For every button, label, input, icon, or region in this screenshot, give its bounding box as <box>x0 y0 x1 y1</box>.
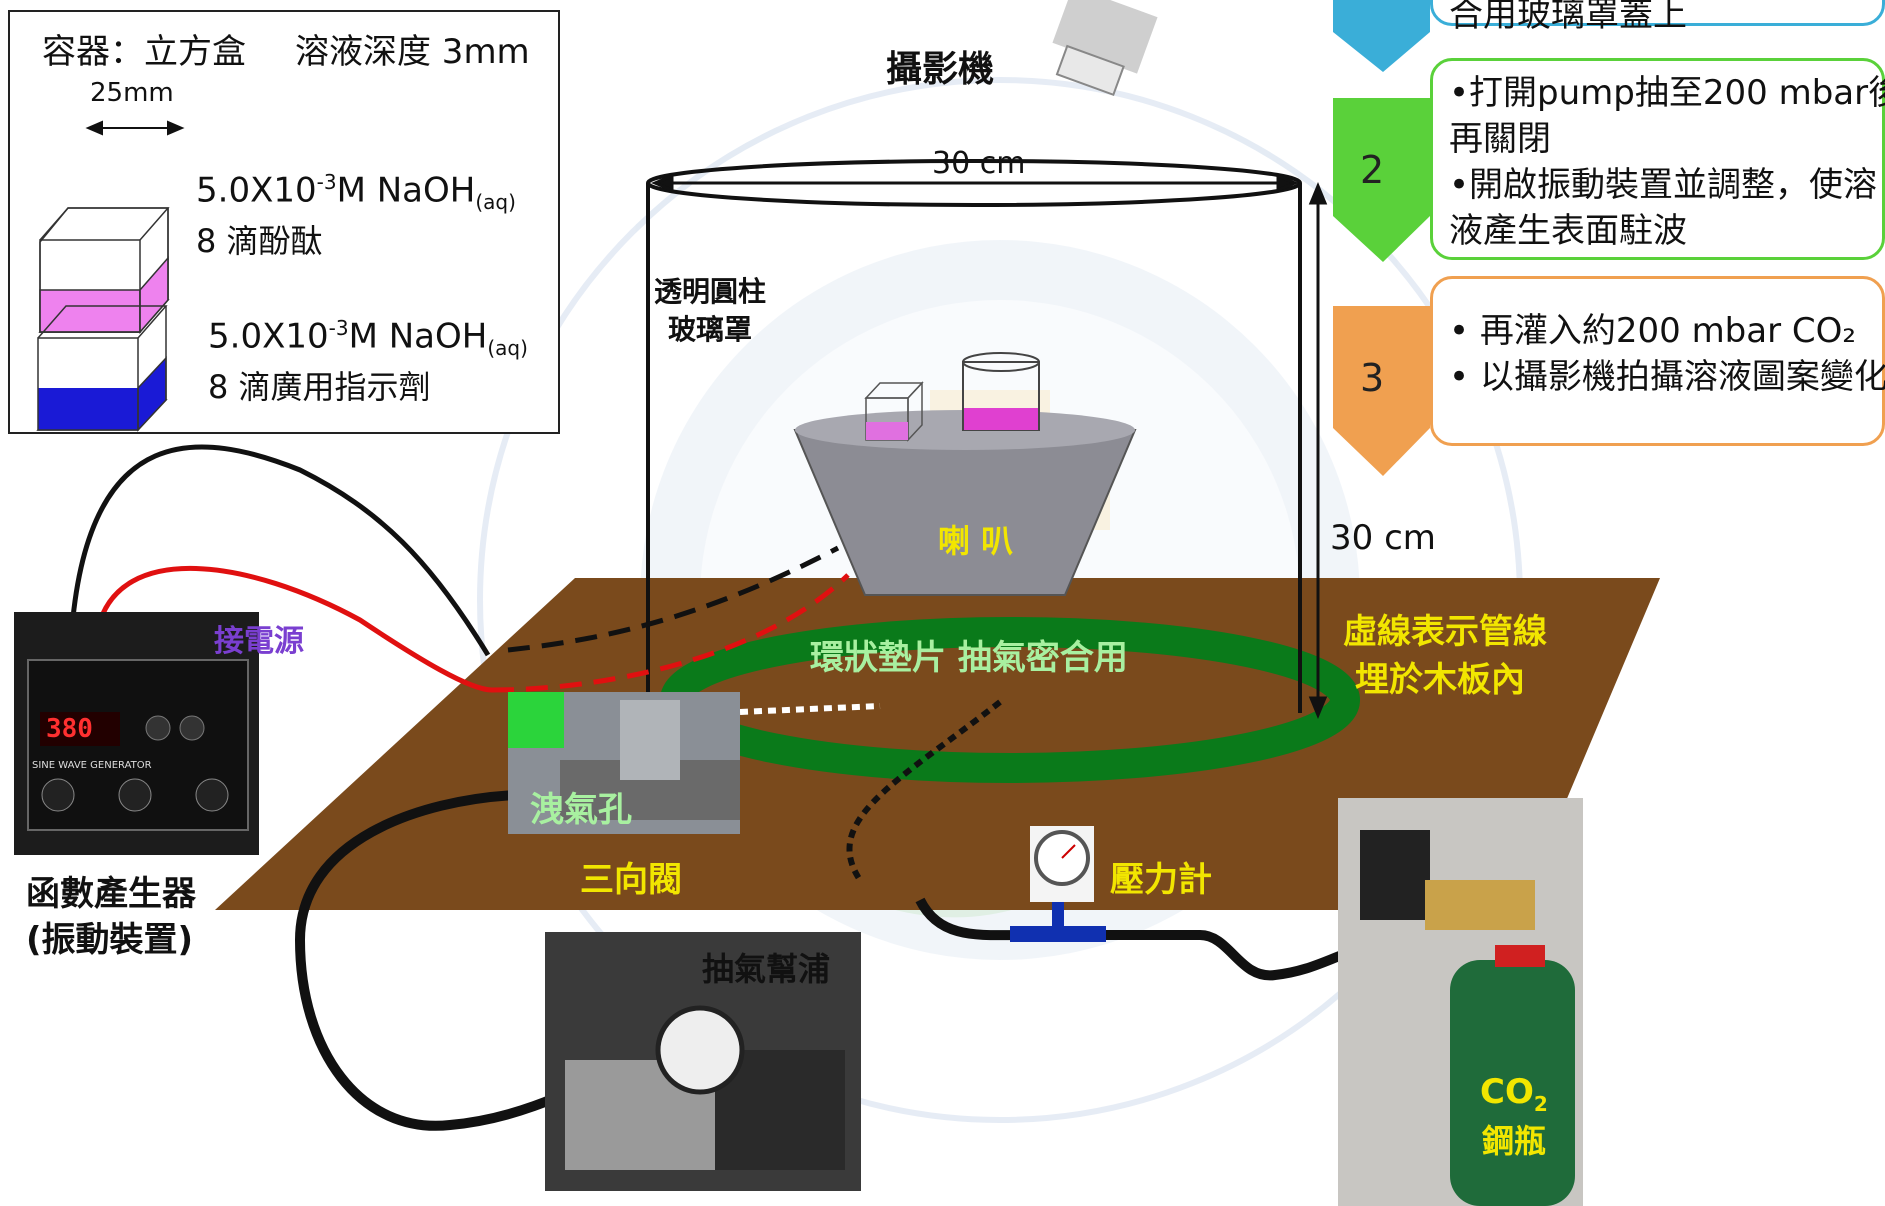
cylinder-label-2: 玻璃罩 <box>668 313 753 346</box>
step-3-line-1: • 再灌入約200 mbar CO₂ <box>1449 311 1857 351</box>
pressure-label: 壓力計 <box>1110 860 1212 900</box>
tee-stem <box>1052 896 1064 936</box>
generator-display: 380 <box>46 714 93 744</box>
diameter-label: 30 cm <box>932 146 1026 181</box>
camera <box>1052 0 1158 97</box>
height-arrow <box>1308 182 1328 719</box>
small-cube-sample <box>864 381 924 442</box>
blue-indicator: 8 滴廣用指示劑 <box>208 368 431 406</box>
legend-dimension-label: 25mm <box>90 78 174 108</box>
buried-dotted-line <box>846 699 1002 882</box>
dashed-note-line-2: 埋於木板內 <box>1355 660 1525 700</box>
pump-label: 抽氣幫浦 <box>702 950 831 988</box>
speaker-label: 喇 叭 <box>938 522 1014 560</box>
generator-panel-text: SINE WAVE GENERATOR <box>32 760 152 771</box>
vacuum-pump-photo <box>545 932 861 1191</box>
co2-label: CO2 <box>1480 1072 1548 1116</box>
pink-indicator: 8 滴酚酞 <box>196 222 323 260</box>
step-1-chevron <box>1333 0 1430 72</box>
step-2-line-4: 液產生表面駐波 <box>1449 210 1687 251</box>
black-wire <box>69 444 491 657</box>
glass-cylinder <box>646 159 1302 713</box>
step-2-line-2: 再關閉 <box>1449 118 1551 159</box>
gasket-label: 環狀墊片 抽氣密合用 <box>810 638 1128 678</box>
gas-tube <box>915 897 1381 981</box>
legend-depth-label: 溶液深度 3mm <box>295 32 530 72</box>
blue-conc-prefix: 5.0X10 <box>208 316 329 357</box>
step-2-chevron <box>1333 98 1430 262</box>
camera-label: 攝影機 <box>886 49 995 90</box>
step-2-line-3: •開啟振動裝置並調整，使溶 <box>1449 164 1878 205</box>
valve-label: 三向閥 <box>580 860 682 900</box>
blue-conc-sub: (aq) <box>487 336 528 361</box>
function-generator-photo <box>14 612 259 855</box>
step-1-line-1: 合用玻璃罩蓋上 <box>1449 0 1687 35</box>
pink-concentration: 5.0X10-3M NaOH(aq) <box>196 170 516 214</box>
co2-label-text: CO <box>1480 1072 1534 1112</box>
pink-conc-prefix: 5.0X10 <box>196 170 317 211</box>
pink-conc-exp: -3 <box>316 170 337 194</box>
pink-conc-mid: M NaOH <box>336 170 476 211</box>
power-label: 接電源 <box>214 624 304 659</box>
diameter-arrow <box>651 173 1299 193</box>
beaker-sample <box>962 352 1040 431</box>
vent-label: 洩氣孔 <box>530 790 632 830</box>
co2-cylinder-photo <box>1338 798 1583 1206</box>
legend-container-label: 容器：立方盒 <box>42 32 246 72</box>
step-2-number: 2 <box>1360 148 1385 192</box>
step-3-number: 3 <box>1360 356 1385 400</box>
cylinder-label-1: 透明圓柱 <box>654 275 767 308</box>
step-3-box: • 再灌入約200 mbar CO₂ • 以攝影機拍攝溶液圖案變化 <box>1430 276 1885 446</box>
step-2-box: •打開pump抽至200 mbar後 再關閉 •開啟振動裝置並調整，使溶 液產生… <box>1430 58 1885 260</box>
legend-box: 容器：立方盒 溶液深度 3mm 25mm 5.0X10-3M NaOH(aq) … <box>8 10 560 434</box>
step-3-line-2: • 以攝影機拍攝溶液圖案變化 <box>1449 356 1885 397</box>
blue-conc-mid: M NaOH <box>348 316 488 357</box>
blue-concentration: 5.0X10-3M NaOH(aq) <box>208 316 528 360</box>
buried-black-line <box>507 545 840 653</box>
pressure-gauge <box>1030 826 1094 902</box>
buried-red-line <box>491 573 850 693</box>
co2-label-sub: 2 <box>1533 1091 1548 1116</box>
pink-conc-sub: (aq) <box>475 190 516 215</box>
height-label: 30 cm <box>1330 518 1436 558</box>
step-3-chevron <box>1333 306 1430 476</box>
generator-label-2: (振動裝置) <box>26 920 194 960</box>
legend-cubes <box>36 120 185 432</box>
step-1-box: 合用玻璃罩蓋上 <box>1430 0 1885 35</box>
step-2-line-1: •打開pump抽至200 mbar後 <box>1449 73 1885 113</box>
three-way-valve-photo <box>508 692 740 834</box>
red-wire <box>95 565 493 693</box>
dashed-note-line-1: 虛線表示管線 <box>1343 612 1547 652</box>
co2-label-2: 鋼瓶 <box>1482 1122 1547 1160</box>
buried-white-line <box>739 703 881 715</box>
generator-label-1: 函數產生器 <box>26 874 196 914</box>
blue-conc-exp: -3 <box>328 316 349 340</box>
